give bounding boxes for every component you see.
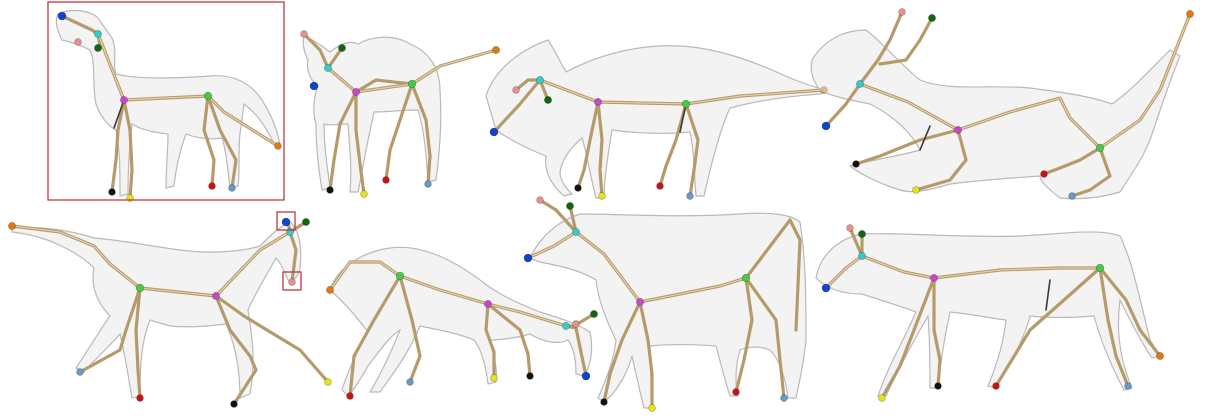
triceratops-joint-root: [594, 98, 601, 105]
triceratops-joint-foot-fr: [599, 193, 606, 200]
lion-joint-foot-fl: [879, 395, 886, 402]
horse-silhouette: [12, 222, 301, 398]
cat-joint-spine: [408, 80, 416, 88]
dog-joint-nose: [58, 12, 66, 20]
cat-joint-ear-right: [338, 44, 345, 51]
dog-joint-neck: [94, 30, 101, 37]
wolf-joint-root: [484, 300, 491, 307]
horse-joint-nose: [282, 218, 290, 226]
triceratops-joint-foot-br: [687, 193, 694, 200]
panel-wolf: [326, 247, 597, 399]
triceratops-joint-foot-fl: [575, 185, 582, 192]
triceratops-joint-spine: [682, 100, 690, 108]
dragon-joint-foot-fl: [853, 161, 860, 168]
horse-joint-foot-fl: [231, 401, 238, 408]
horse-joint-tail: [8, 222, 15, 229]
panel-dog: [48, 2, 284, 201]
dragon-joint-foot-bl: [1041, 171, 1048, 178]
horse-joint-ear-left: [289, 279, 296, 286]
wolf-joint-neck: [562, 322, 569, 329]
lion-joint-spine: [1096, 264, 1104, 272]
dragon-joint-foot-fr: [913, 187, 920, 194]
wolf-joint-ear-right: [590, 310, 597, 317]
cow-joint-foot-fl: [601, 399, 608, 406]
cow-joint-spine: [742, 274, 750, 282]
dragon-joint-nose: [822, 122, 830, 130]
horse-joint-root: [212, 292, 219, 299]
dog-joint-tail: [275, 143, 282, 150]
dragon-joint-ear-left: [899, 9, 906, 16]
dog-joint-foot-fl: [109, 189, 116, 196]
wolf-joint-foot-bl: [347, 393, 354, 400]
cow-joint-foot-fr: [649, 405, 656, 412]
lion-joint-foot-br: [1125, 383, 1132, 390]
wolf-joint-ear-left: [573, 321, 580, 328]
panel-lion: [816, 225, 1164, 402]
dog-silhouette: [56, 11, 280, 196]
dragon-joint-neck: [856, 80, 863, 87]
lion-joint-foot-bl: [993, 383, 1000, 390]
triceratops-joint-nose: [490, 128, 498, 136]
lion-joint-tail: [1156, 352, 1163, 359]
cow-joint-foot-bl: [733, 389, 740, 396]
lion-joint-foot-fr: [935, 383, 942, 390]
dragon-joint-tail: [1186, 10, 1193, 17]
dragon-joint-root: [954, 126, 961, 133]
panel-cow: [524, 197, 806, 412]
lion-joint-root: [930, 274, 937, 281]
triceratops-joint-foot-bl: [657, 183, 664, 190]
triceratops-joint-neck: [536, 76, 543, 83]
triceratops-joint-ear-right: [544, 96, 551, 103]
cat-joint-ear-left: [301, 31, 308, 38]
horse-joint-foot-bl: [77, 369, 84, 376]
cow-joint-ear-left: [537, 197, 544, 204]
horse-joint-spine: [136, 284, 144, 292]
panel-horse: [8, 212, 331, 407]
cow-joint-neck: [572, 228, 579, 235]
cat-joint-foot-bl: [383, 177, 390, 184]
dog-joint-spine: [204, 92, 212, 100]
cat-joint-nose: [310, 82, 318, 90]
cat-joint-foot-br: [425, 181, 432, 188]
dragon-joint-ear-right: [928, 14, 935, 21]
dragon-joint-foot-br: [1069, 193, 1076, 200]
triceratops-silhouette: [486, 40, 826, 198]
dog-joint-root: [120, 96, 127, 103]
cow-joint-nose: [524, 254, 532, 262]
cat-joint-tail: [492, 46, 499, 53]
dragon-joint-spine: [1096, 144, 1104, 152]
panel-cat: [301, 31, 500, 198]
cat-joint-foot-fl: [327, 187, 334, 194]
cat-joint-foot-fr: [361, 191, 368, 198]
panel-triceratops: [486, 40, 828, 199]
wolf-joint-foot-fl: [491, 375, 498, 382]
horse-joint-foot-br: [137, 395, 144, 402]
cow-silhouette: [530, 213, 806, 408]
wolf-joint-spine: [396, 272, 404, 280]
wolf-joint-foot-fr: [527, 373, 534, 380]
cow-joint-root: [636, 298, 643, 305]
lion-joint-neck: [858, 252, 865, 259]
cow-joint-ear-right: [566, 202, 573, 209]
wolf-joint-tail: [326, 286, 333, 293]
cow-joint-foot-br: [781, 395, 788, 402]
dog-joint-foot-bl: [209, 183, 216, 190]
horse-joint-ear-right: [302, 218, 309, 225]
lion-joint-ear-right: [858, 230, 865, 237]
dog-joint-ear-right: [94, 44, 101, 51]
lion-joint-ear-left: [847, 225, 854, 232]
triceratops-joint-ear-left: [513, 87, 520, 94]
dog-joint-foot-br: [229, 185, 236, 192]
wolf-joint-nose: [582, 372, 590, 380]
dragon-silhouette: [811, 30, 1180, 199]
dog-joint-ear-left: [75, 39, 82, 46]
horse-joint-foot-fr: [325, 379, 332, 386]
wolf-joint-foot-br: [407, 379, 414, 386]
cat-joint-root: [352, 88, 359, 95]
panel-dragon: [811, 9, 1193, 200]
cat-joint-neck: [324, 64, 331, 71]
lion-joint-nose: [822, 284, 830, 292]
